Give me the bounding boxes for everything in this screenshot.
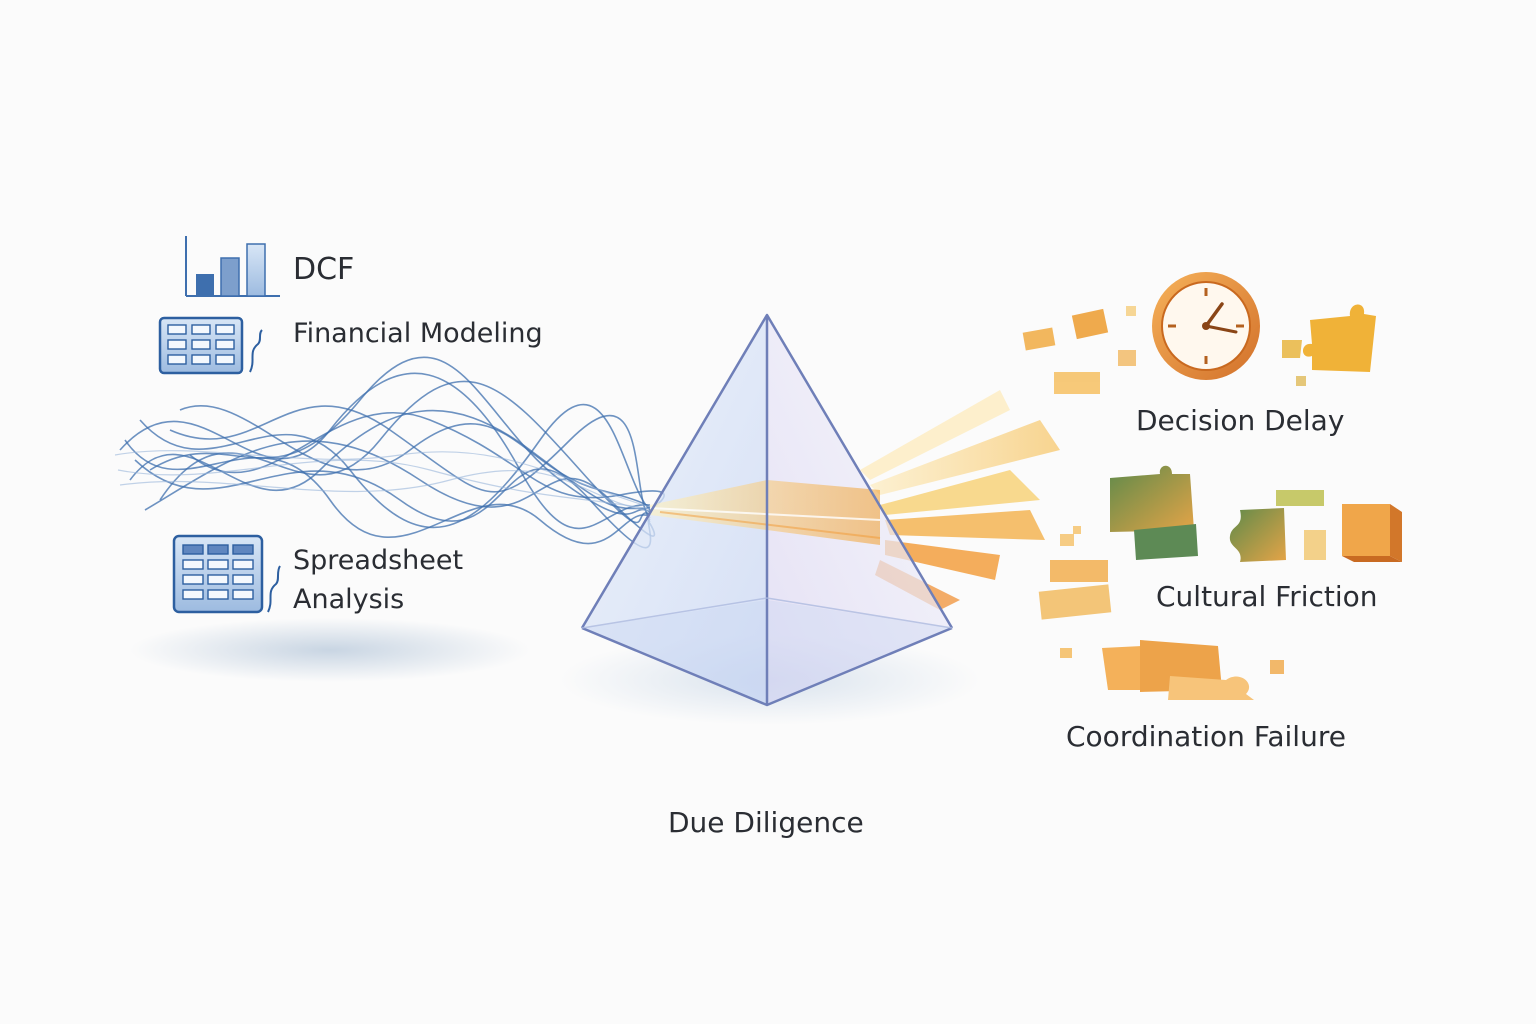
bar-chart-icon [186,236,280,296]
puzzle-piece-icon [1060,640,1284,700]
clock-icon [1152,272,1260,380]
puzzle-piece-icon [1110,466,1326,562]
puzzle-piece-icon [1282,304,1376,372]
spreadsheet-icon [174,536,280,612]
spreadsheet-icon [160,318,262,373]
tangled-lines [120,357,664,547]
input-label-spreadsheet-analysis: Spreadsheet Analysis [293,541,493,619]
center-label-due-diligence: Due Diligence [668,806,864,840]
output-label-cultural-friction: Cultural Friction [1156,580,1378,614]
input-label-financial-modeling: Financial Modeling [293,318,543,350]
input-label-dcf: DCF [293,252,354,288]
output-label-coordination-failure: Coordination Failure [1066,720,1346,754]
cube [1342,504,1402,562]
input-shadow [130,618,530,682]
output-label-decision-delay: Decision Delay [1136,404,1344,438]
